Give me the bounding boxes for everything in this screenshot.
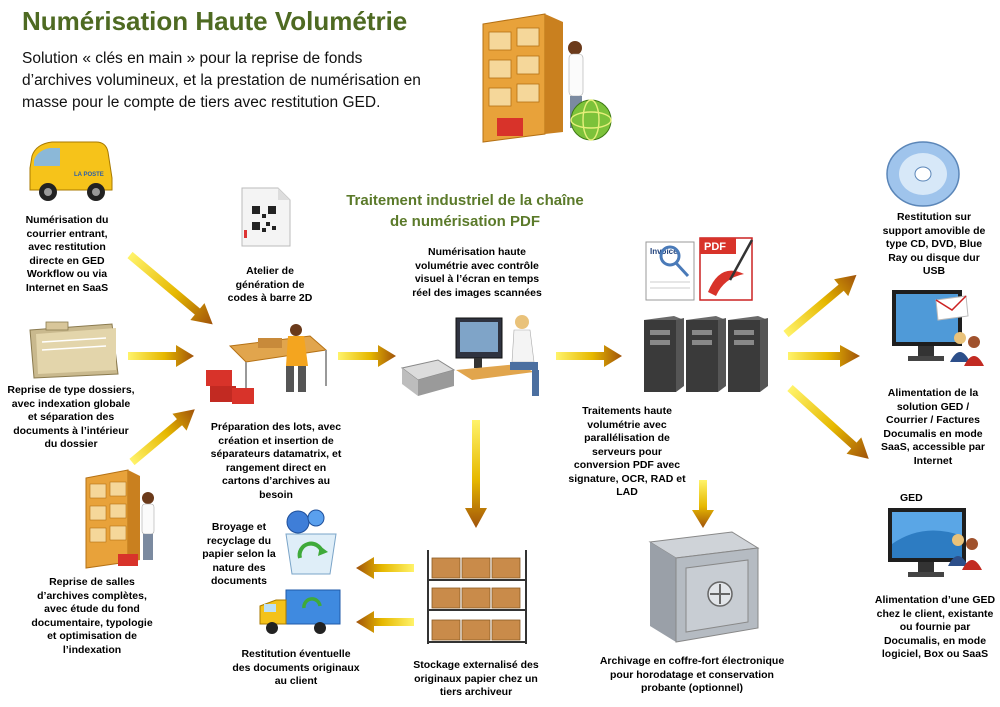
arrow-scanner-to-servers <box>556 345 622 367</box>
arrow-stockage-to-restitution <box>356 611 414 633</box>
ged-monitor-users-illustration <box>888 508 982 577</box>
label-alimentation-solution: Alimentation de la solution GED / Courri… <box>881 387 985 467</box>
monitor-mail-users-illustration <box>892 290 984 366</box>
pdf-icon-text: PDF <box>704 241 726 253</box>
label-alimentation-ged: Alimentation d’une GED chez le client, e… <box>874 594 996 660</box>
arrow-stockage-to-broyage <box>356 557 414 579</box>
label-atelier: Atelier de génération de codes à barre 2… <box>227 265 313 304</box>
label-restitution-support: Restitution sur support amovible de type… <box>882 211 986 277</box>
label-broyage: Broyage et recyclage du papier selon la … <box>202 521 276 587</box>
chain-subtitle-line1: Traitement industriel de la chaîne <box>346 192 584 209</box>
arrow-salles-to-preparation <box>129 409 195 466</box>
intro-text: Solution « clés en main » pour la repris… <box>22 50 421 111</box>
preparation-desk-illustration <box>206 324 328 404</box>
chain-subtitle-line2: de numérisation PDF <box>389 213 541 230</box>
page-title: Numérisation Haute Volumétrie <box>22 6 408 36</box>
label-preparation: Préparation des lots, avec création et i… <box>210 421 342 501</box>
label-archivage: Archivage en coffre-fort électronique po… <box>599 655 785 694</box>
arrow-servers-to-monitor <box>788 345 860 367</box>
invoice-pdf-icons: Invoice PDF <box>645 237 754 301</box>
qr-code-document-icon <box>241 187 291 247</box>
arrow-servers-to-cd <box>783 274 857 338</box>
label-stockage: Stockage externalisé des originaux papie… <box>413 659 539 698</box>
arrow-preparation-to-scanner <box>338 345 396 367</box>
scanner-operator-illustration <box>400 315 539 396</box>
label-dossiers: Reprise de type dossiers, avec indexatio… <box>7 384 135 450</box>
label-numerisation: Numérisation haute volumétrie avec contr… <box>412 246 542 299</box>
cd-dvd-icon <box>886 141 960 207</box>
recycling-bin-icon <box>285 509 337 575</box>
hanging-folder-illustration <box>29 321 119 379</box>
arrow-dossiers-to-preparation <box>128 345 194 367</box>
archive-room-illustration <box>85 469 155 569</box>
van-logo-text: LA POSTE <box>74 172 104 178</box>
arrow-traitements-to-coffre <box>692 480 714 528</box>
arrow-scanner-to-stockage <box>465 420 487 528</box>
label-salles: Reprise de salles d’archives complètes, … <box>31 576 153 656</box>
electronic-safe-illustration <box>648 531 760 643</box>
la-poste-van-illustration: LA POSTE <box>29 141 113 201</box>
label-ged-tag: GED <box>900 492 923 504</box>
storage-rack-boxes-illustration <box>427 550 527 644</box>
invoice-icon-text: Invoice <box>650 247 678 256</box>
server-towers-illustration <box>644 316 768 392</box>
label-restitution-originaux: Restitution éventuelle des documents ori… <box>232 648 360 687</box>
chain-subtitle: Traitement industriel de la chaîne de nu… <box>340 190 590 232</box>
delivery-truck-icon <box>259 589 341 634</box>
arrow-servers-to-ged <box>787 385 869 459</box>
label-courrier: Numérisation du courrier entrant, avec r… <box>25 214 109 294</box>
archive-shelf-globe-illustration <box>482 13 612 143</box>
label-traitements: Traitements haute volumétrie avec parall… <box>568 405 686 498</box>
